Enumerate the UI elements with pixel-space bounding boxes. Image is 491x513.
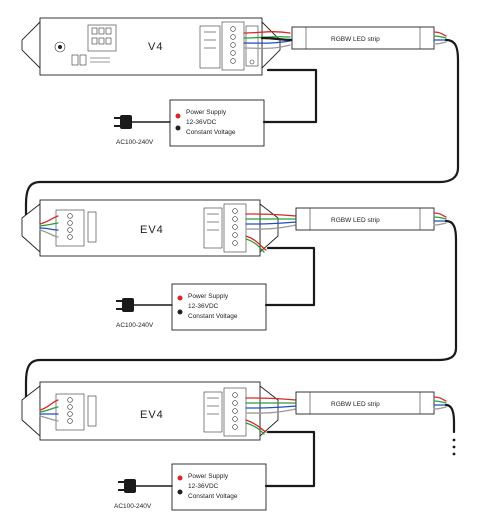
wire-g <box>245 238 265 253</box>
led-strip-body <box>295 391 435 415</box>
power-supply-line1: Power Supply <box>188 293 229 300</box>
led-strip-body <box>295 207 435 231</box>
controller-v4: V4 <box>21 17 281 76</box>
antenna-icon <box>54 41 66 53</box>
power-supply-body <box>169 99 265 147</box>
input-terminal <box>55 393 85 431</box>
wire-w <box>245 224 297 230</box>
controller-ev4-2: EV4 <box>21 381 279 441</box>
ac-input-label: AC100-240V <box>116 139 154 146</box>
wire-w <box>433 406 447 410</box>
dc-cable-2 <box>264 246 316 307</box>
led-strip-label: RGBW LED strip <box>331 401 380 408</box>
wire-w <box>39 415 59 422</box>
power-supply-3: Power Supply 12-36VDC Constant Voltage <box>171 463 267 511</box>
wire-b <box>39 227 59 231</box>
power-supply-line1: Power Supply <box>188 473 229 480</box>
output-cable-1 <box>260 36 294 42</box>
controller-mount-tab-left <box>21 20 41 70</box>
wire-b <box>245 221 297 225</box>
power-supply-line1: Power Supply <box>186 109 227 116</box>
wire-w <box>243 44 291 50</box>
wire-r <box>433 31 447 37</box>
controller-title: V4 <box>148 41 163 53</box>
led-strip-3: RGBW LED strip <box>295 391 435 415</box>
input-terminal <box>55 209 85 247</box>
controller-mount-tab-left <box>21 203 41 254</box>
wire-r <box>245 419 267 433</box>
ac-input-label: AC100-240V <box>114 503 152 510</box>
wire-r <box>245 213 297 217</box>
wire-b <box>243 40 291 44</box>
controller-body <box>39 381 261 441</box>
output-terminal <box>223 203 247 253</box>
power-supply-body <box>171 463 267 511</box>
power-supply-line2: 12-36VDC <box>188 483 219 490</box>
wire-r <box>433 212 447 218</box>
controller-body <box>39 17 263 76</box>
rgbw-wires-3 <box>245 397 297 435</box>
wire-r <box>39 215 59 225</box>
input-wires-3 <box>39 399 59 422</box>
controller-title: EV4 <box>140 224 164 236</box>
power-supply-line2: 12-36VDC <box>186 119 217 126</box>
ac-plug-icon <box>114 115 132 129</box>
rgbw-wires-1 <box>243 31 291 50</box>
wire-g <box>433 216 447 220</box>
led-strip-2: RGBW LED strip <box>295 207 435 231</box>
wire-g <box>39 406 59 413</box>
wire-r <box>39 399 59 411</box>
strip-end-wires-1 <box>433 31 447 45</box>
power-supply-2: Power Supply 12-36VDC Constant Voltage <box>171 283 267 331</box>
ac-plug-icon <box>116 298 134 312</box>
controller-mount-tab-left <box>21 385 41 438</box>
led-strip-1: RGBW LED strip <box>291 26 435 50</box>
wire-g <box>245 422 265 435</box>
led-strip-label: RGBW LED strip <box>331 36 380 43</box>
dc-cable-3 <box>264 430 316 488</box>
wire-w <box>39 229 59 238</box>
power-supply-line2: 12-36VDC <box>188 303 219 310</box>
wire-r <box>245 397 297 401</box>
wire-r <box>433 396 447 402</box>
ac-plug-icon <box>118 479 136 493</box>
ac-input-label: AC100-240V <box>116 322 154 329</box>
controller-mount-tab-right <box>261 20 281 70</box>
wire-g <box>39 222 59 227</box>
power-supply-line3: Constant Voltage <box>188 493 238 500</box>
wire-r <box>243 31 291 34</box>
strip-end-wires-2 <box>433 212 447 226</box>
output-terminal <box>221 21 245 71</box>
power-supply-line3: Constant Voltage <box>188 313 238 320</box>
controller-ev4-1: EV4 <box>21 199 279 257</box>
wire-g <box>433 400 447 404</box>
continuation-dots <box>452 438 456 456</box>
wire-w <box>433 222 447 226</box>
led-strip-label: RGBW LED strip <box>331 217 380 224</box>
controller-body <box>39 199 261 257</box>
wire-r <box>245 235 267 251</box>
rgbw-wires-2 <box>245 213 297 253</box>
controller-mount-tab-right <box>259 385 279 438</box>
continuation-cable <box>444 403 456 434</box>
dc-cable-1 <box>262 68 318 124</box>
output-terminal <box>223 387 247 437</box>
wire-g <box>433 35 447 39</box>
controller-title: EV4 <box>140 409 164 421</box>
wire-w <box>433 41 447 45</box>
led-strip-body <box>291 26 435 50</box>
power-supply-body <box>171 283 267 331</box>
power-supply-line3: Constant Voltage <box>186 129 236 136</box>
wire-b <box>245 405 297 409</box>
power-supply-1: Power Supply 12-36VDC Constant Voltage <box>169 99 265 147</box>
input-wires-2 <box>39 215 59 238</box>
wire-w <box>245 408 297 414</box>
strip-end-wires-3 <box>433 396 447 410</box>
